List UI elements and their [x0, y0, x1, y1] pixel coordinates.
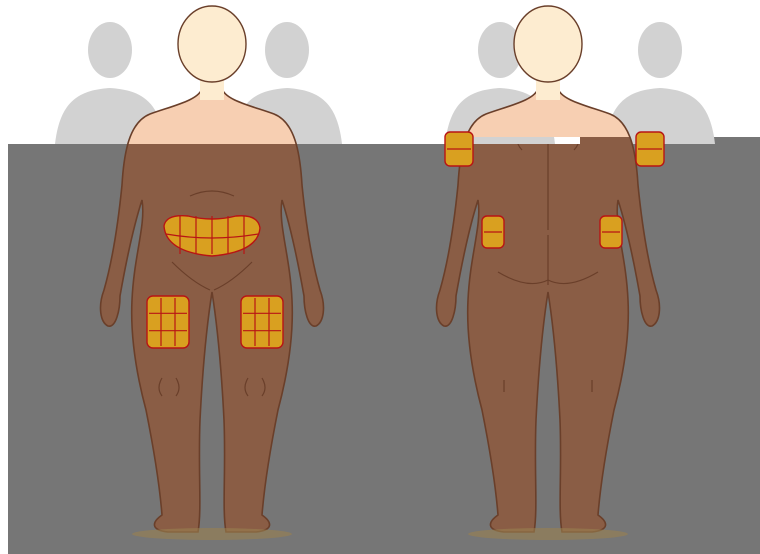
left-upper-arm-zone	[445, 132, 473, 166]
back-view	[437, 6, 664, 540]
torso-shape	[101, 88, 324, 532]
head-shape	[178, 6, 246, 82]
head-shape	[514, 6, 582, 82]
floor-shadow	[468, 528, 628, 540]
floor-shadow	[132, 528, 292, 540]
right-upper-arm-zone	[636, 132, 664, 166]
silhouette-head	[638, 22, 682, 78]
front-view	[101, 6, 324, 540]
right-thigh-zone	[147, 296, 189, 348]
left-thigh-zone	[241, 296, 283, 348]
silhouette-head	[88, 22, 132, 78]
left-flank-zone	[482, 216, 504, 248]
silhouette-head	[265, 22, 309, 78]
right-flank-zone	[600, 216, 622, 248]
